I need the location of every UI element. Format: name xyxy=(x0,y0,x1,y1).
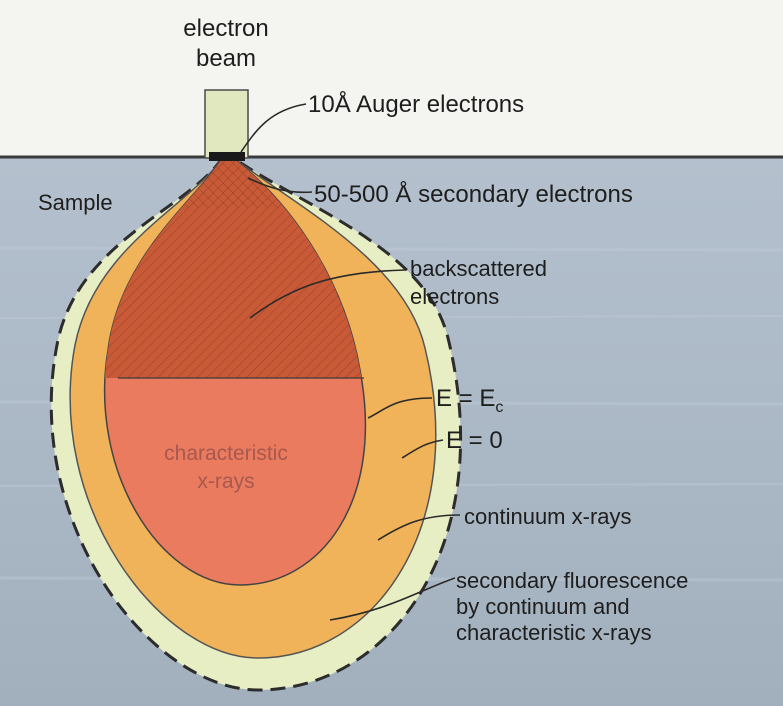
characteristic-xrays-label-line1: characteristic xyxy=(164,442,288,465)
continuum-xrays-label: continuum x-rays xyxy=(464,504,632,529)
characteristic-xrays-label-line2: x-rays xyxy=(197,470,254,493)
electron-beam xyxy=(205,90,248,158)
auger-layer xyxy=(209,152,245,161)
page-background xyxy=(0,0,783,157)
e-equals-zero-label: E = 0 xyxy=(446,427,503,454)
beam-label-line2: beam xyxy=(196,45,256,72)
backscattered-label-line1: backscattered xyxy=(410,256,547,281)
fluorescence-label-line2: by continuum and xyxy=(456,594,630,619)
auger-label: 10Å Auger electrons xyxy=(308,90,524,118)
fluorescence-label-line3: characteristic x-rays xyxy=(456,620,652,645)
sample-label: Sample xyxy=(38,190,113,215)
fluorescence-label-line1: secondary fluorescence xyxy=(456,568,688,593)
backscattered-label-line2: electrons xyxy=(410,284,499,309)
beam-label-line1: electron xyxy=(183,15,268,42)
secondary-electrons-label: 50-500 Å secondary electrons xyxy=(314,180,633,208)
e-equals-ec-label: E = Ec xyxy=(436,385,503,416)
